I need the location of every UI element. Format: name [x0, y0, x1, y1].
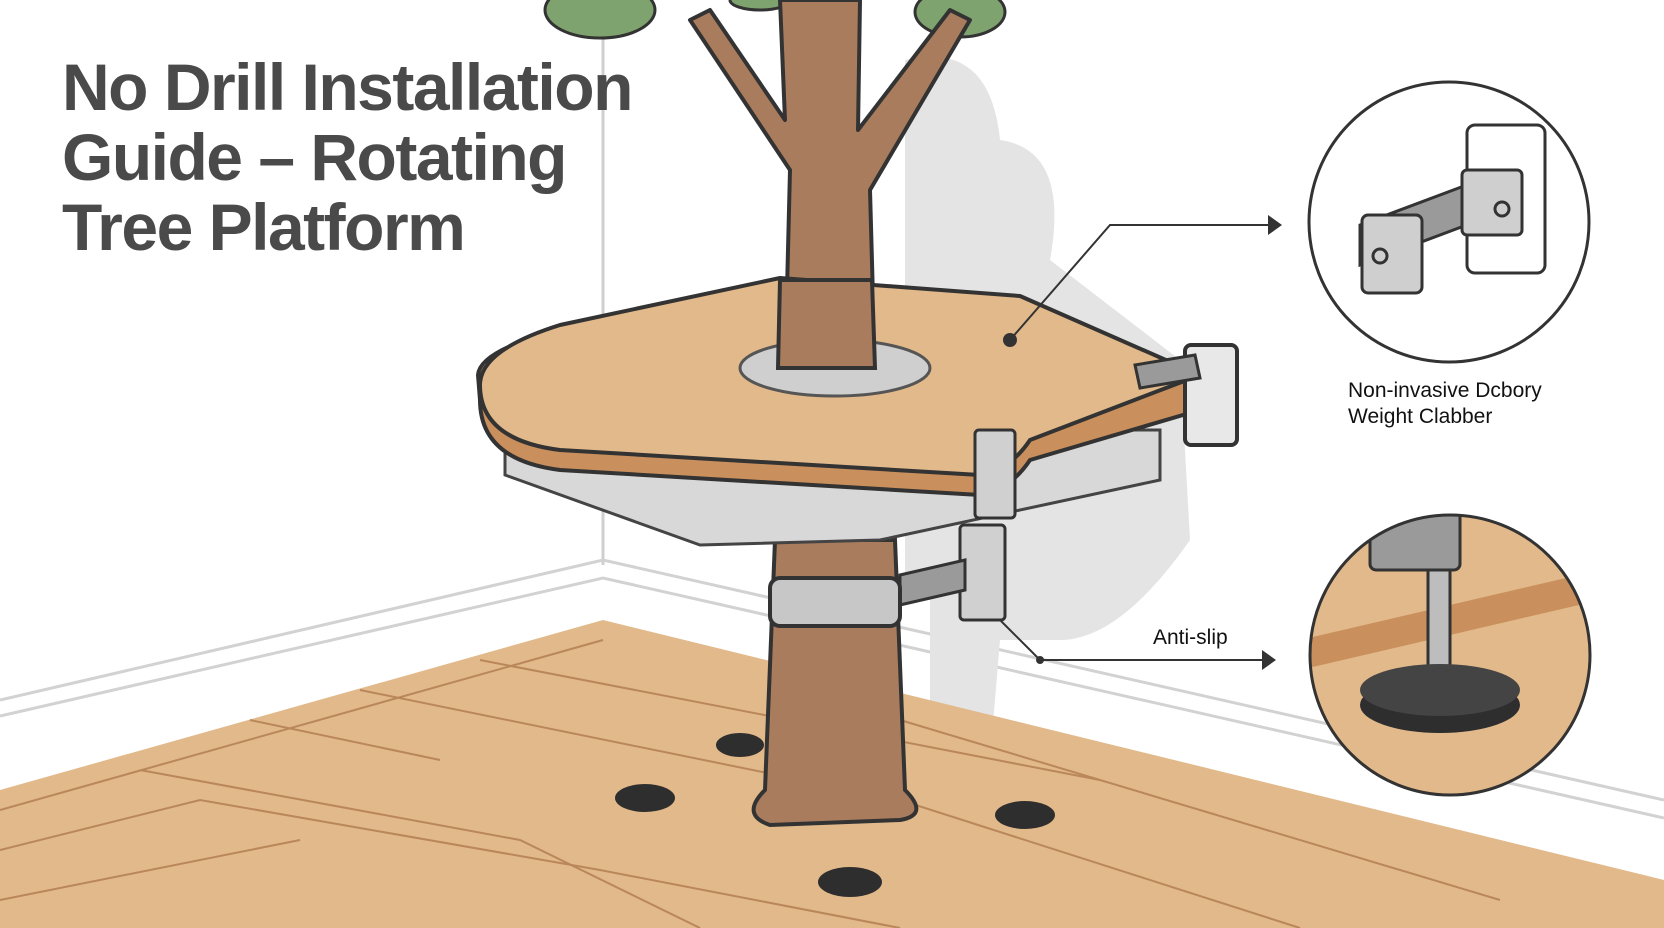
bracket-callout-label: Non-invasive Dcbory Weight Clabber: [1348, 378, 1542, 430]
bracket-callout-line-1: Non-invasive Dcbory: [1348, 379, 1542, 402]
foot-callout-label: Anti-slip: [1153, 626, 1228, 649]
page-title: No Drill Installation Guide – Rotating T…: [62, 50, 633, 264]
wooden-platform: [476, 276, 1202, 497]
trunk-clamp: [768, 576, 902, 628]
foot-detail-circle: [1308, 513, 1592, 797]
bracket-detail-circle: [1307, 80, 1591, 364]
title-line-1: No Drill Installation: [62, 50, 633, 124]
anti-slip-feet: [615, 733, 1055, 897]
callout-lines: [999, 215, 1282, 670]
title-line-2: Guide – Rotating: [62, 120, 567, 194]
title-line-3: Tree Platform: [62, 190, 466, 264]
wall-bracket: [768, 343, 1239, 628]
bracket-callout-line-2: Weight Clabber: [1348, 405, 1493, 428]
